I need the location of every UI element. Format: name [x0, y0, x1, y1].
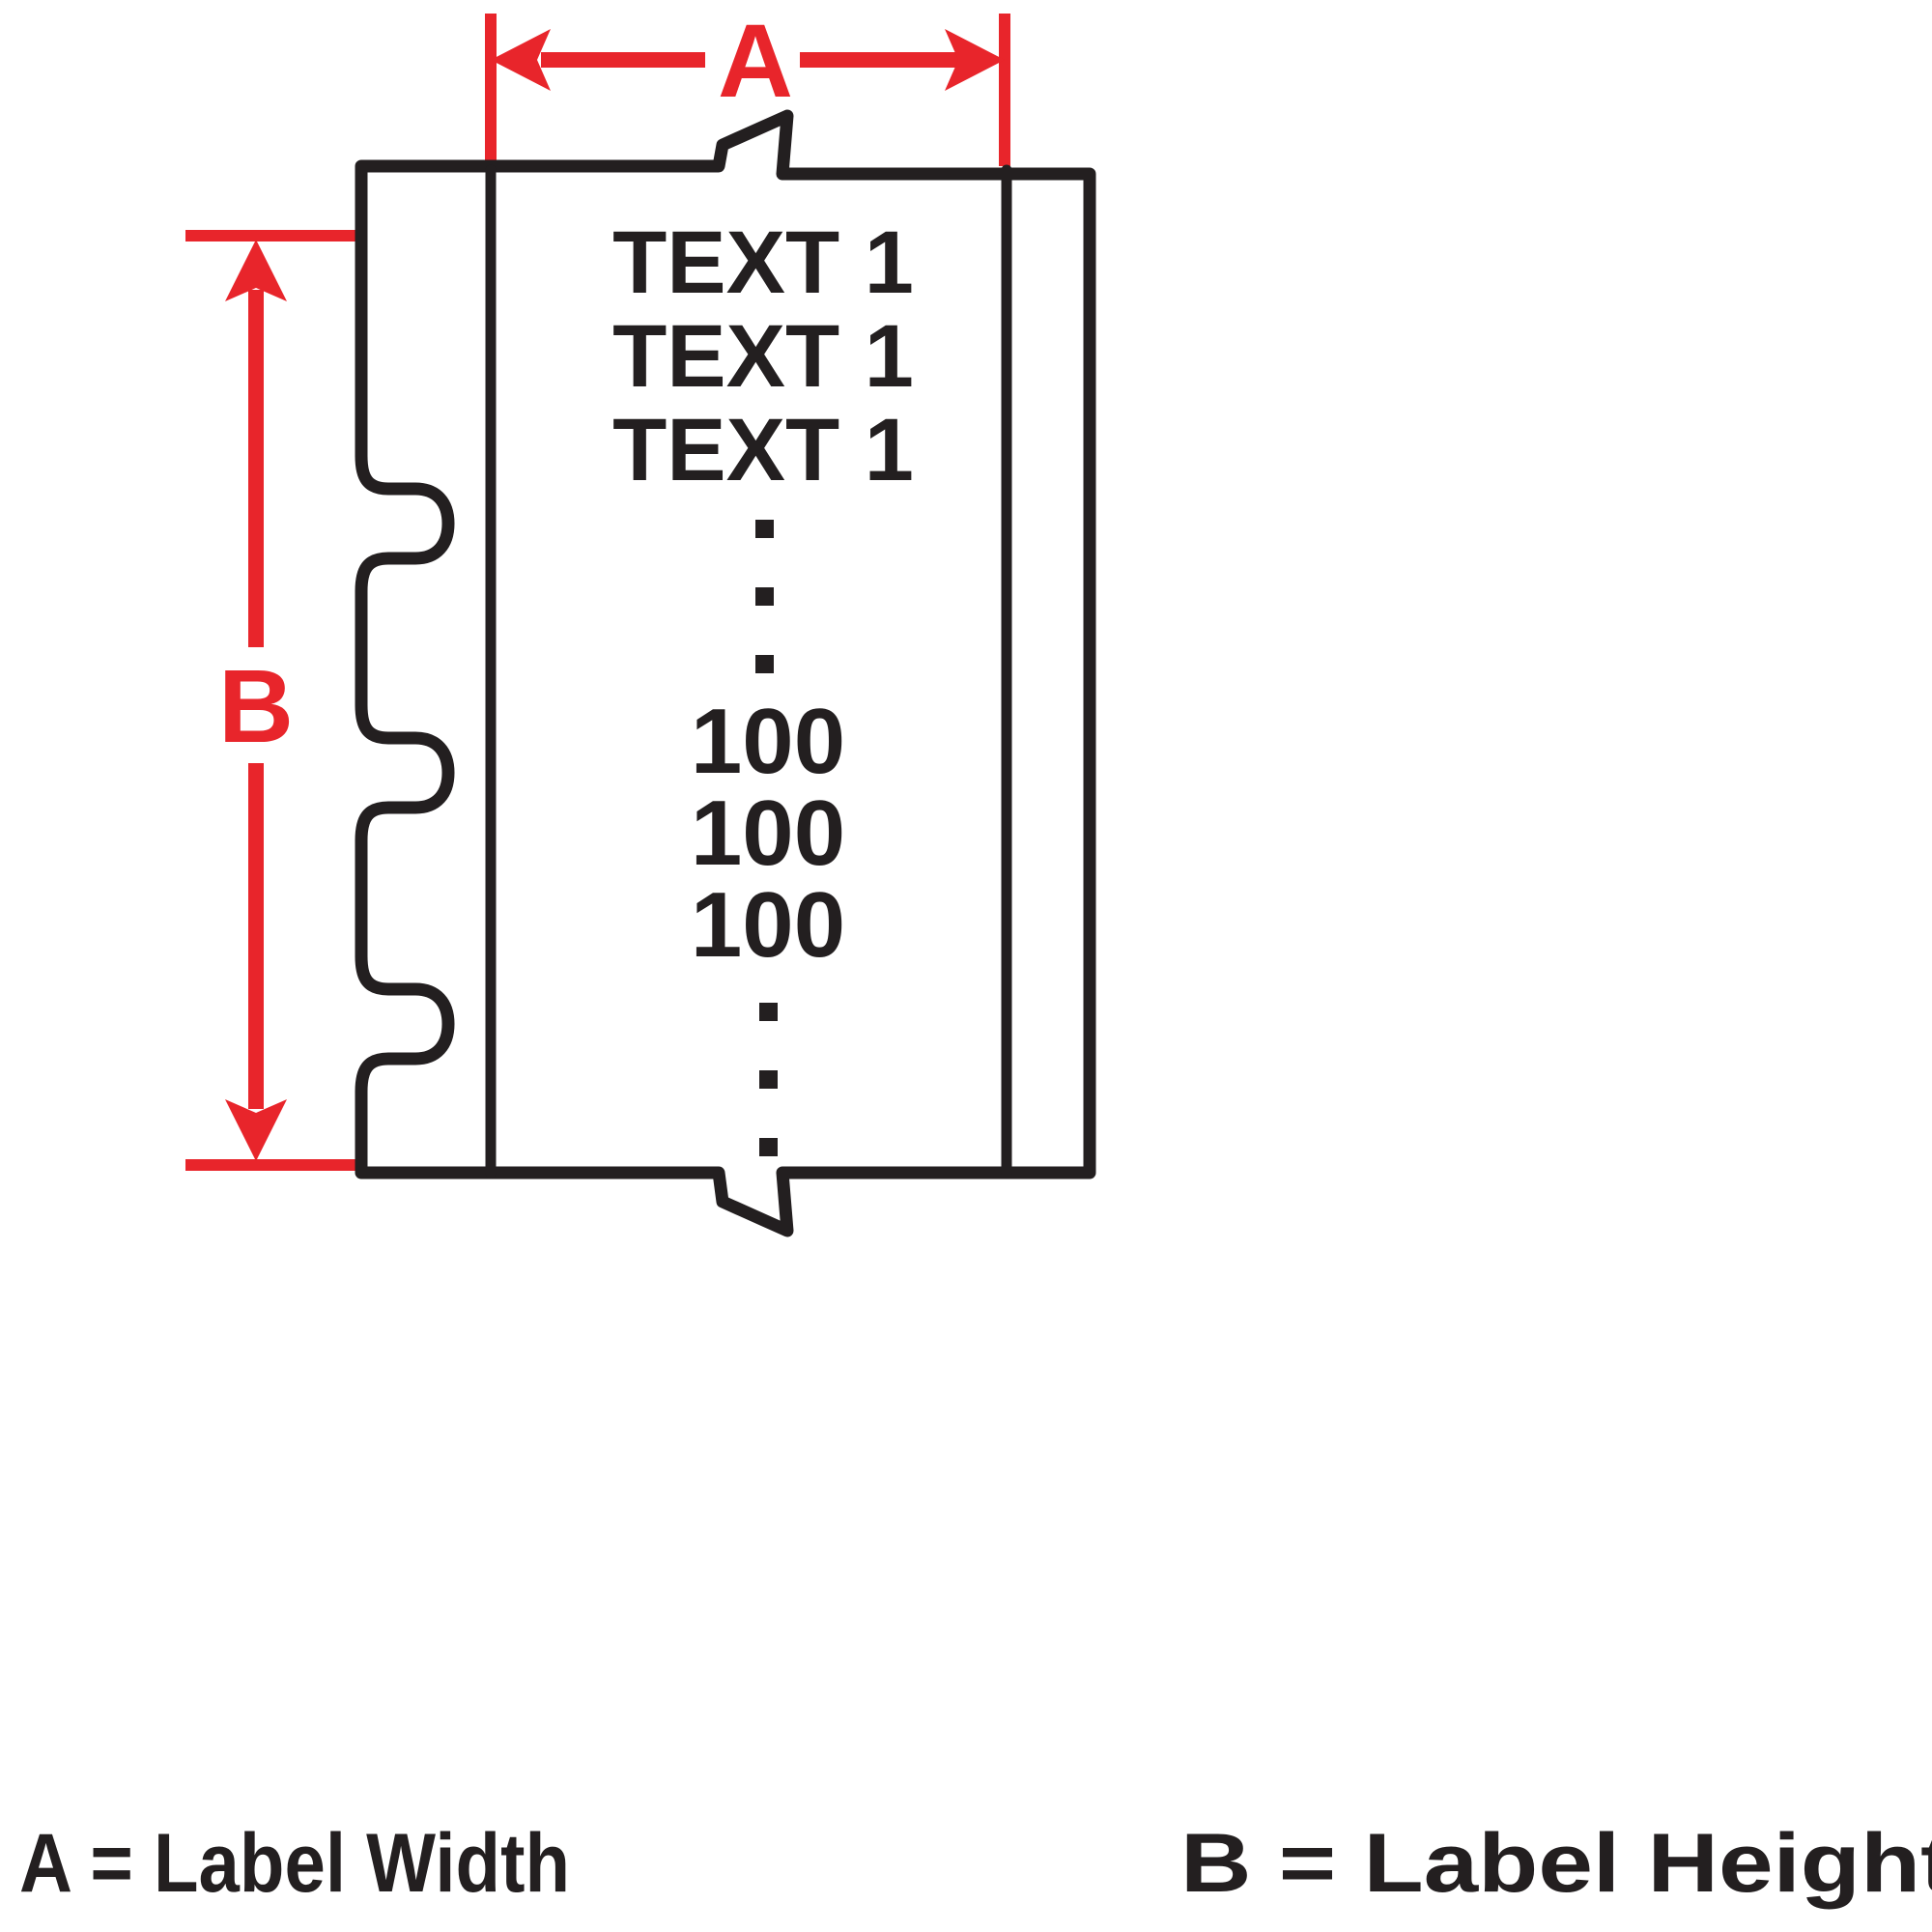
dimension-a-left-extension-line [485, 14, 497, 166]
dimension-b-letter: B [218, 647, 294, 764]
upper-ellipsis-dots [755, 520, 774, 673]
dimension-a-right-extension-line [999, 14, 1010, 166]
dimension-b-upper-arrowhead [225, 240, 287, 301]
label-printed-content: TEXT 1 TEXT 1 TEXT 1 100 100 100 [612, 213, 914, 1156]
label-text-line-3: TEXT 1 [612, 401, 914, 499]
dimension-a-right-arrowhead [945, 29, 1005, 91]
dimension-b-lower-shaft [248, 763, 264, 1109]
dimension-b-top-extension-line [185, 230, 361, 242]
dimension-a-group: A [485, 2, 1010, 166]
caption-label-height: B = Label Height [1180, 1817, 1932, 1910]
dimension-b-upper-shaft [248, 290, 264, 647]
dimension-b-lower-arrowhead [225, 1099, 287, 1161]
label-number-line-3: 100 [691, 873, 845, 977]
dimension-a-left-arrowhead [491, 29, 551, 91]
label-text-line-1: TEXT 1 [612, 213, 914, 312]
label-outer-path [355, 109, 1096, 1237]
dimension-b-group: B [185, 230, 361, 1171]
dimension-a-letter: A [718, 2, 793, 119]
dimension-b-bottom-extension-line [185, 1159, 361, 1171]
label-number-line-1: 100 [691, 690, 845, 793]
dimension-a-left-shaft [541, 52, 705, 68]
dimension-a-right-shaft [800, 52, 966, 68]
label-stock-outline [355, 109, 1096, 1237]
label-number-line-2: 100 [691, 781, 845, 885]
lower-ellipsis-dots [759, 1003, 778, 1156]
caption-label-width: A = Label Width [19, 1817, 570, 1910]
label-text-line-2: TEXT 1 [612, 307, 914, 406]
